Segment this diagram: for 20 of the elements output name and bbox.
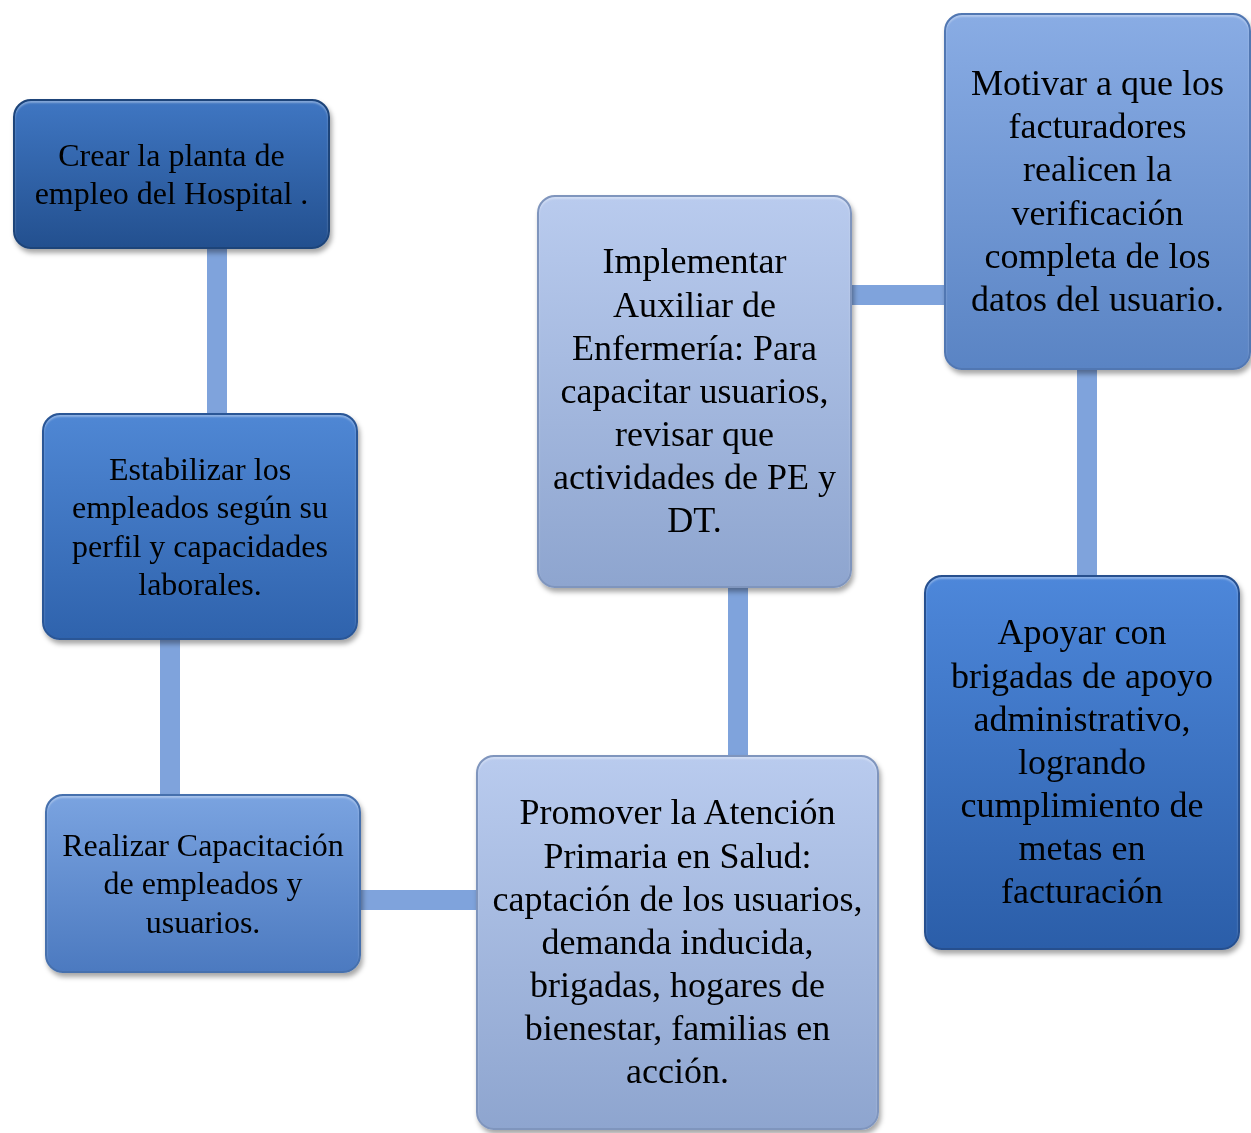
connector bbox=[1077, 370, 1097, 575]
connector bbox=[728, 588, 748, 755]
box-text: Promover la Atención Primaria en Salud: captación de los usuarios, demanda inducida, brigadas, hogares de bienestar, familias en acción. bbox=[491, 791, 864, 1094]
connector bbox=[160, 640, 180, 794]
process-box bbox=[537, 195, 852, 588]
connector bbox=[852, 285, 944, 305]
process-box bbox=[924, 575, 1240, 950]
process-box bbox=[944, 13, 1251, 370]
connector bbox=[207, 249, 227, 413]
box-text: Apoyar con brigadas de apoyo administrativo, logrando cumplimiento de metas en facturación bbox=[950, 611, 1214, 914]
process-box bbox=[45, 794, 361, 973]
box-text: Estabilizar los empleados según su perfil y capacidades laborales. bbox=[71, 449, 329, 604]
process-box bbox=[476, 755, 879, 1130]
process-box bbox=[42, 413, 358, 640]
connector bbox=[361, 890, 476, 910]
box-text: Crear la planta de empleo del Hospital . bbox=[33, 135, 310, 213]
box-text: Realizar Capacitación de empleados y usuarios. bbox=[61, 825, 345, 942]
box-text: Motivar a que los facturadores realicen la verificación completa de los datos del usuario. bbox=[970, 61, 1225, 321]
process-box bbox=[13, 99, 330, 249]
box-text: Implementar Auxiliar de Enfermería: Para capacitar usuarios, revisar que actividades de PE y DT. bbox=[552, 240, 837, 543]
